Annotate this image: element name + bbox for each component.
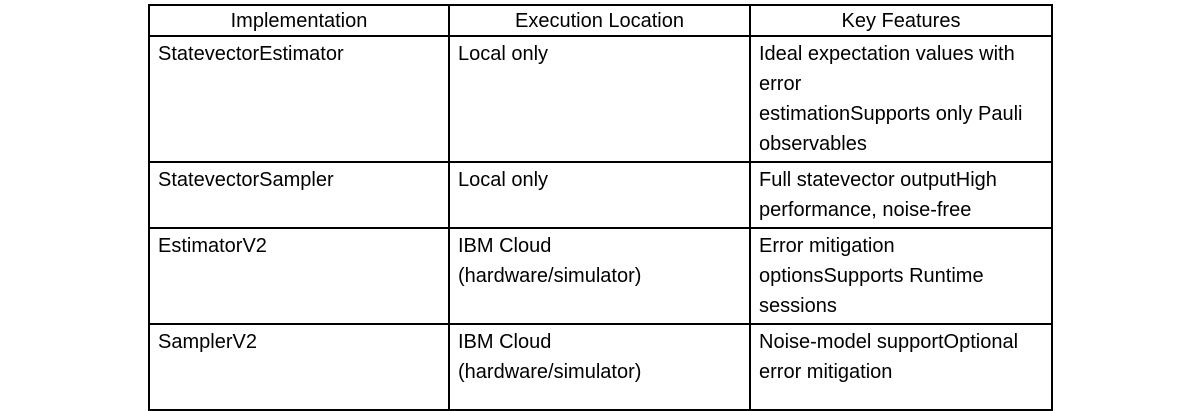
cell-key-features: Error mitigation optionsSupports Runtime… xyxy=(749,227,1053,325)
cell-execution-location: IBM Cloud (hardware/simulator) xyxy=(448,323,751,411)
cell-implementation: SamplerV2 xyxy=(148,323,450,411)
table-row-sampler-v2: SamplerV2 IBM Cloud (hardware/simulator)… xyxy=(148,323,1053,411)
table-row-statevector-estimator: StatevectorEstimator Local only Ideal ex… xyxy=(148,35,1053,163)
comparison-table: Implementation Execution Location Key Fe… xyxy=(148,4,1053,411)
cell-key-features: Full statevector outputHigh performance,… xyxy=(749,161,1053,229)
cell-execution-location: IBM Cloud (hardware/simulator) xyxy=(448,227,751,325)
table-body: StatevectorEstimator Local only Ideal ex… xyxy=(148,35,1053,411)
column-header-execution-location: Execution Location xyxy=(448,4,751,37)
cell-implementation: StatevectorEstimator xyxy=(148,35,450,163)
cell-implementation: EstimatorV2 xyxy=(148,227,450,325)
cell-key-features: Noise-model supportOptional error mitiga… xyxy=(749,323,1053,411)
table-header: Implementation Execution Location Key Fe… xyxy=(148,4,1053,37)
table-row-statevector-sampler: StatevectorSampler Local only Full state… xyxy=(148,161,1053,229)
column-header-key-features: Key Features xyxy=(749,4,1053,37)
table-header-row: Implementation Execution Location Key Fe… xyxy=(148,4,1053,37)
cell-key-features: Ideal expectation values with error esti… xyxy=(749,35,1053,163)
table-row-estimator-v2: EstimatorV2 IBM Cloud (hardware/simulato… xyxy=(148,227,1053,325)
column-header-implementation: Implementation xyxy=(148,4,450,37)
cell-implementation: StatevectorSampler xyxy=(148,161,450,229)
cell-execution-location: Local only xyxy=(448,161,751,229)
cell-execution-location: Local only xyxy=(448,35,751,163)
